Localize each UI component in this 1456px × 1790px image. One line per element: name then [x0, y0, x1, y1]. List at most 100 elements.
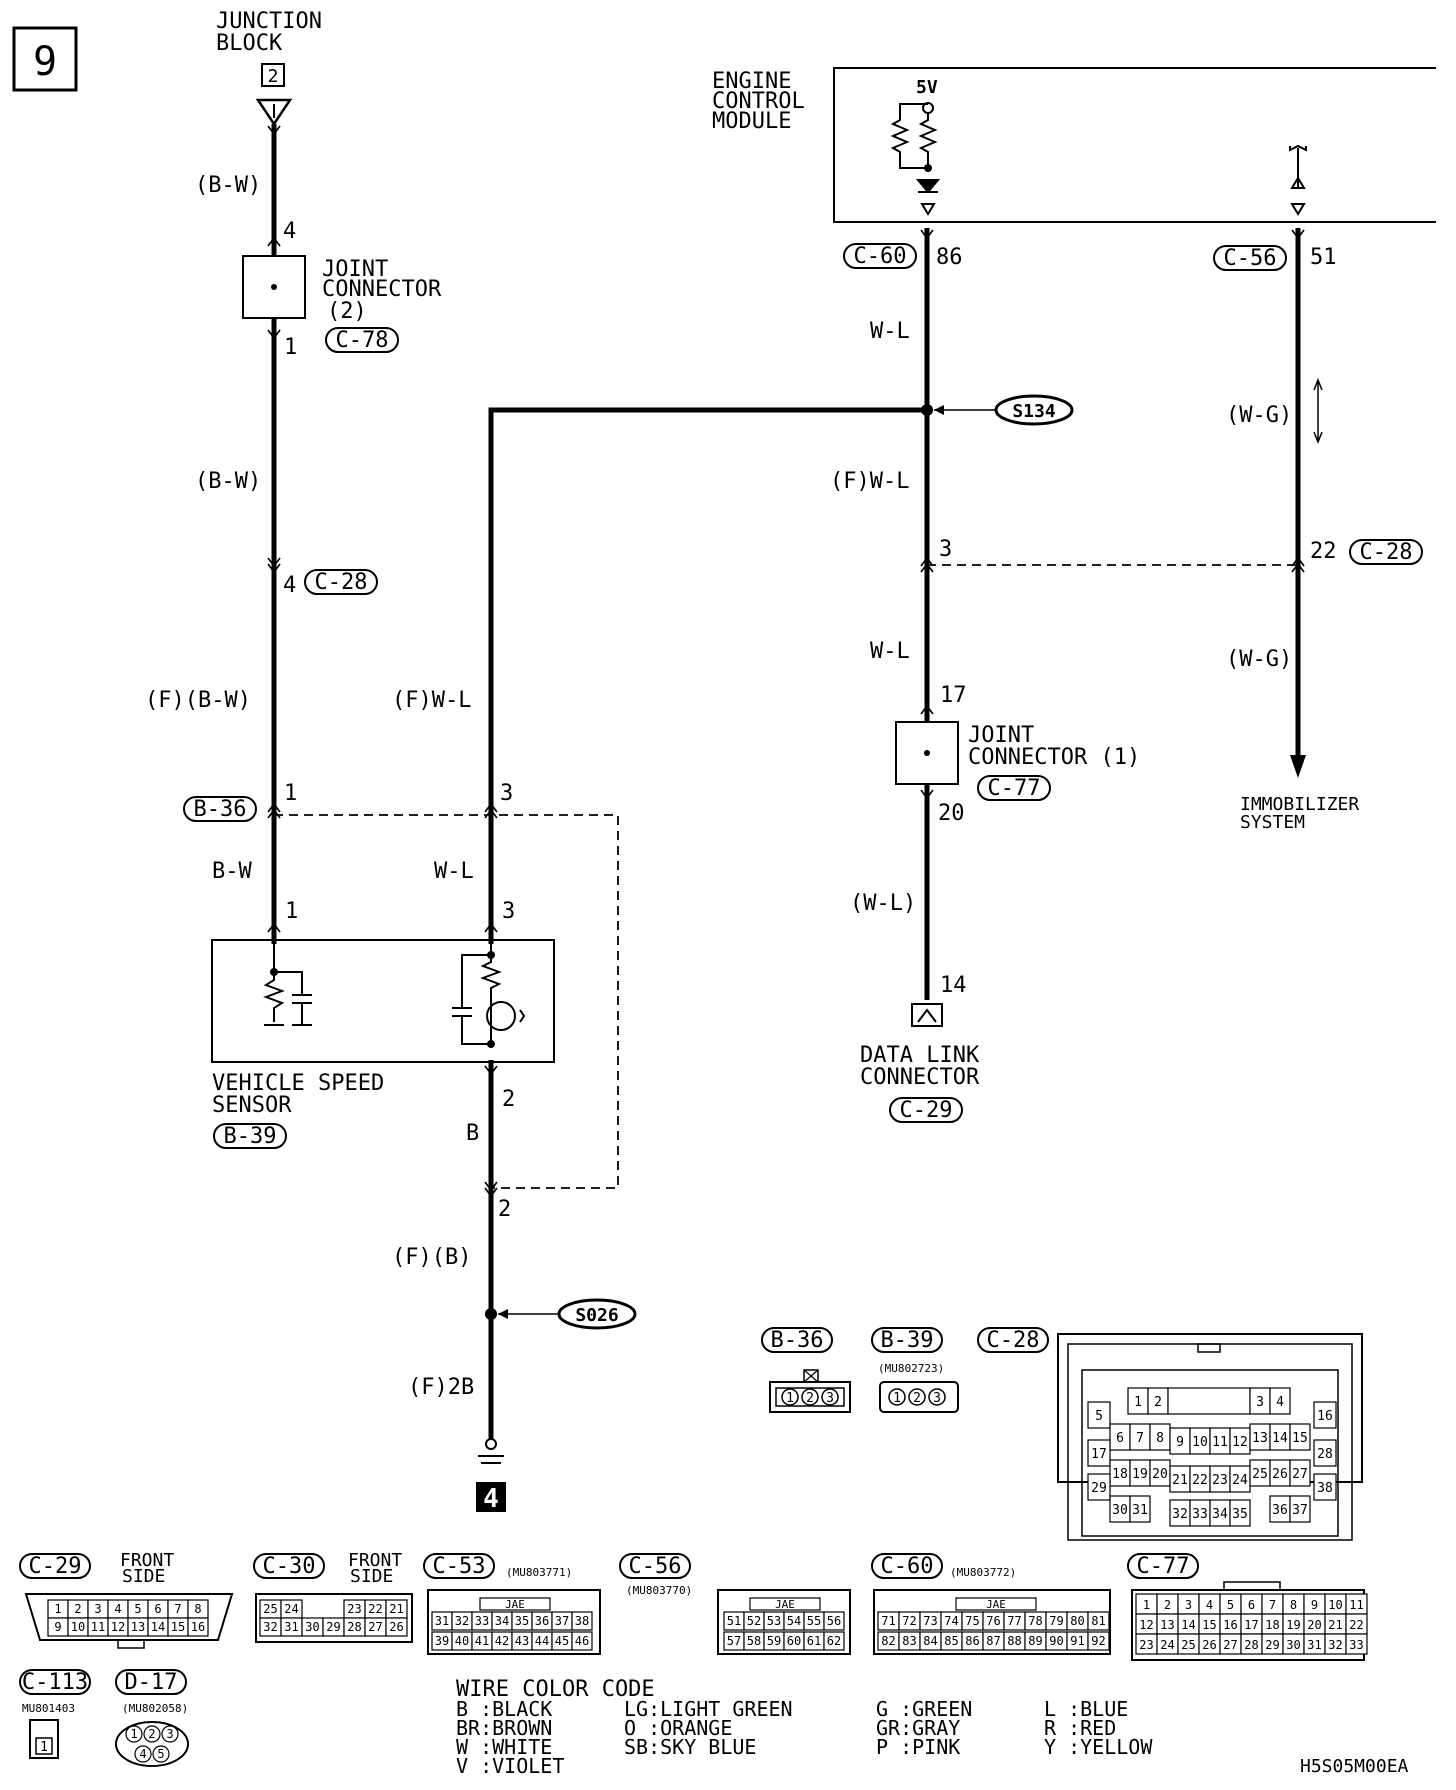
vss-title-line1: VEHICLE SPEED — [212, 1071, 384, 1096]
c30-pin-label: 25 — [263, 1602, 277, 1616]
svg-text:38: 38 — [1317, 1481, 1333, 1496]
s134-splice — [921, 404, 933, 416]
c53-pin-label: 43 — [515, 1634, 529, 1648]
svg-text:27: 27 — [1292, 1467, 1308, 1482]
svg-text:5: 5 — [1095, 1409, 1103, 1424]
s134-label: S134 — [1012, 401, 1056, 422]
c60-pin-label: 81 — [1091, 1614, 1105, 1628]
wire-label-wl-dlc: (W-L) — [850, 891, 916, 916]
c60-pin-label: 78 — [1028, 1614, 1042, 1628]
c77-pin-label: 24 — [1160, 1638, 1174, 1652]
immobilizer-title-line2: SYSTEM — [1240, 812, 1305, 833]
vss-connector-label: B-39 — [224, 1124, 277, 1149]
c77-pin-label: 1 — [1143, 1598, 1150, 1612]
c113-connector-view: 1 — [29, 1719, 59, 1759]
b36-view-pin2: 2 — [806, 1391, 814, 1406]
c29-pin-label: 10 — [71, 1620, 85, 1634]
b36-view-pin3: 3 — [826, 1391, 834, 1406]
c77-pin-label: 2 — [1164, 1598, 1171, 1612]
c60-pin-label: 92 — [1091, 1634, 1105, 1648]
c60-pin-label: 77 — [1007, 1614, 1021, 1628]
c60-pin-label: 80 — [1070, 1614, 1084, 1628]
c53-view-label: C-53 — [433, 1554, 486, 1579]
d17-view-part: (MU802058) — [122, 1702, 188, 1715]
c77-pin-label: 16 — [1223, 1618, 1237, 1632]
wire-color-code-entry: Y :YELLOW — [1044, 1735, 1153, 1759]
svg-text:32: 32 — [1172, 1507, 1188, 1522]
c30-pin-label: 22 — [368, 1602, 382, 1616]
c77-pin-label: 27 — [1223, 1638, 1237, 1652]
page-number-box — [12, 26, 78, 92]
c77-pin-label: 12 — [1139, 1618, 1153, 1632]
c29-pin-label: 13 — [131, 1620, 145, 1634]
svg-text:7: 7 — [1136, 1431, 1144, 1446]
svg-text:3: 3 — [1256, 1395, 1264, 1410]
c60-pin-label: 74 — [944, 1614, 958, 1628]
wire-label-f-wl-right: (F)W-L — [830, 469, 909, 494]
b36-label: B-36 — [194, 797, 247, 822]
junction-block-title-1: JUNCTION — [216, 9, 322, 34]
c77-label: C-77 — [988, 776, 1041, 801]
c77-pin-label: 15 — [1202, 1618, 1216, 1632]
wire-color-code-title: WIRE COLOR CODE — [456, 1677, 655, 1702]
c78-connector-label: C-78 — [336, 328, 389, 353]
wire-color-code-entry: LG:LIGHT GREEN — [624, 1697, 793, 1721]
svg-text:12: 12 — [1232, 1435, 1248, 1450]
svg-text:13: 13 — [1252, 1431, 1268, 1446]
d17-pin — [125, 1725, 143, 1743]
c77-pin-bottom: 20 — [938, 801, 965, 826]
d17-pin-label: 5 — [157, 1747, 164, 1761]
svg-text:28: 28 — [1317, 1447, 1333, 1462]
c77-pin-label: 5 — [1227, 1598, 1234, 1612]
c60-pin: 86 — [936, 245, 963, 270]
c77-pin-label: 22 — [1349, 1618, 1363, 1632]
wire-label-f-b: (F)(B) — [392, 1245, 471, 1270]
c53-pin-label: 35 — [515, 1614, 529, 1628]
wire-color-code-entry: L :BLUE — [1044, 1697, 1128, 1721]
c77-pin-label: 6 — [1248, 1598, 1255, 1612]
joint-connector-1-line2: CONNECTOR (1) — [968, 745, 1140, 770]
c56-cell — [823, 1631, 845, 1651]
c28-right-label: C-28 — [1360, 540, 1413, 565]
c56-pin-label: 53 — [767, 1614, 781, 1628]
svg-text:37: 37 — [1292, 1503, 1308, 1518]
c29-view-note2: SIDE — [122, 1566, 165, 1587]
c28-left-pin: 4 — [283, 573, 296, 598]
joint-connector-1-line1: JOINT — [968, 723, 1034, 748]
svg-text:23: 23 — [1212, 1473, 1228, 1488]
c56-pin-label: 59 — [767, 1634, 781, 1648]
c56-pin-label: 56 — [827, 1614, 841, 1628]
c56-pin-label: 55 — [807, 1614, 821, 1628]
immobilizer-title-line1: IMMOBILIZER — [1240, 794, 1359, 815]
c60-pin-label: 83 — [902, 1634, 916, 1648]
c29-pin-label: 11 — [91, 1620, 105, 1634]
b36-view-label: B-36 — [771, 1328, 824, 1353]
svg-text:6: 6 — [1116, 1431, 1124, 1446]
junction-terminal-icon — [255, 98, 293, 127]
wire-label-bw-top: (B-W) — [195, 173, 261, 198]
c77-pin-label: 3 — [1185, 1598, 1192, 1612]
b36-connector-view: 1 2 3 — [769, 1369, 851, 1413]
c53-cell — [571, 1631, 593, 1651]
c29-pin-label: 9 — [54, 1620, 61, 1634]
d17-pin-label: 4 — [139, 1747, 146, 1761]
svg-text:16: 16 — [1317, 1409, 1333, 1424]
b39-view-pin1: 1 — [893, 1391, 901, 1406]
wire-color-code-entry: GR:GRAY — [876, 1716, 960, 1740]
ecm-immobilizer-terminal-icon — [1289, 144, 1307, 216]
wire-label-wg-top: (W-G) — [1226, 403, 1292, 428]
svg-text:34: 34 — [1212, 1507, 1228, 1522]
c53-pin-label: 33 — [475, 1614, 489, 1628]
c30-pin-label: 30 — [305, 1620, 319, 1634]
wire-color-code-entry: G :GREEN — [876, 1697, 972, 1721]
joint-connector-2-line2: CONNECTOR — [322, 277, 442, 302]
wire-label-f-2b: (F)2B — [408, 1375, 474, 1400]
c53-pin-label: 37 — [555, 1614, 569, 1628]
ecm-title-3: MODULE — [712, 109, 791, 134]
svg-text:31: 31 — [1132, 1503, 1148, 1518]
c30-pin-label: 31 — [284, 1620, 298, 1634]
